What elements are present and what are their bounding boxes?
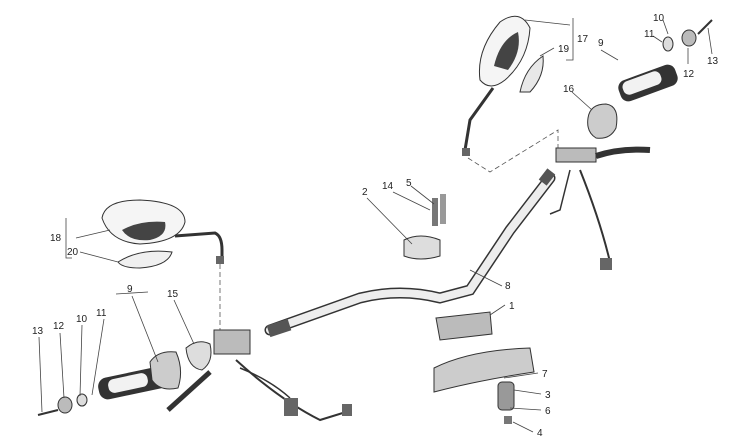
callout-19: 19 [558, 44, 570, 55]
callout-13-left: 13 [32, 326, 44, 337]
left-mirror [101, 199, 224, 269]
callout-10-left: 10 [76, 314, 88, 325]
right-grip-assembly [618, 19, 713, 102]
callout-11-right: 11 [644, 29, 655, 40]
callout-20: 20 [67, 247, 79, 258]
left-grip-assembly [37, 329, 352, 422]
callout-1: 1 [509, 301, 515, 312]
callout-7: 7 [542, 369, 548, 380]
callout-8: 8 [505, 281, 511, 292]
handlebar [264, 168, 556, 338]
callout-9-right: 9 [598, 38, 604, 49]
callout-16: 16 [563, 84, 575, 95]
leader-lines [38, 18, 713, 433]
right-mirror [462, 15, 544, 156]
callout-12-left: 12 [53, 321, 65, 332]
top-clamp-assembly [403, 194, 535, 424]
callout-14: 14 [382, 181, 394, 192]
callout-4: 4 [537, 428, 543, 439]
callout-13-right: 13 [707, 56, 719, 67]
callout-12-right: 12 [683, 69, 695, 80]
callout-18: 18 [50, 233, 62, 244]
callout-5: 5 [406, 178, 412, 189]
right-switch-and-brake [549, 103, 651, 270]
callout-3: 3 [545, 390, 551, 401]
callout-2: 2 [362, 187, 368, 198]
assembly-guide-right [467, 129, 559, 173]
callout-15: 15 [167, 289, 179, 300]
callout-10-right: 10 [653, 13, 665, 24]
callout-9-left: 9 [127, 284, 133, 295]
callout-6: 6 [545, 406, 551, 417]
callout-11-left: 11 [96, 308, 107, 319]
callout-17: 17 [577, 34, 589, 45]
